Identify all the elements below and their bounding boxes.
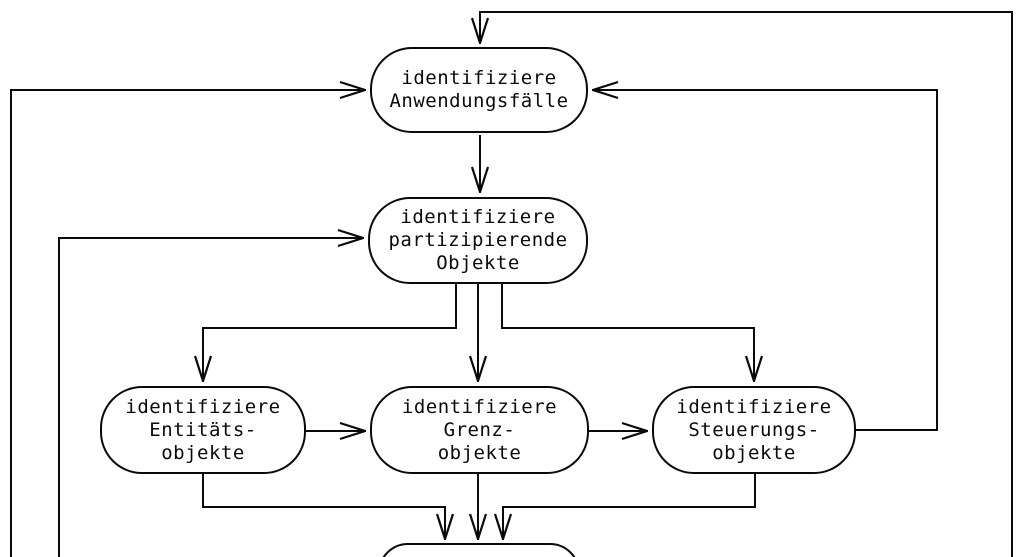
edge-entitaetsobjekte-to-bottom-node bbox=[202, 474, 445, 539]
node-label-line: Objekte bbox=[436, 252, 520, 274]
edge-feedback-left-inner-to-partizipierende bbox=[58, 238, 363, 557]
node-label-line: identifiziere bbox=[125, 395, 281, 418]
node-label-line: Steuerungs- bbox=[688, 418, 820, 441]
edge-steuerungsobjekte-to-anwendungsfaelle bbox=[593, 90, 938, 431]
edge-feedback-left-outer-to-anwendungsfaelle bbox=[10, 90, 365, 557]
node-label-line: objekte bbox=[161, 441, 245, 464]
edge-partizipierende-to-steuerungsobjekte bbox=[501, 284, 754, 381]
node-label-line: objekte bbox=[437, 441, 522, 464]
edge-feedback-right-to-anwendungsfaelle-top bbox=[480, 11, 1013, 557]
node-label-line: identifiziere bbox=[676, 395, 832, 418]
node-identifiziere-grenzobjekte: identifiziere Grenz- objekte bbox=[370, 386, 589, 474]
node-label-line: objekte bbox=[712, 441, 796, 464]
node-bottom-partial bbox=[378, 543, 580, 557]
edge-steuerungsobjekte-to-bottom-node bbox=[503, 474, 756, 539]
node-label-line: Grenz- bbox=[443, 418, 516, 441]
node-identifiziere-entitaetsobjekte: identifiziere Entitäts- objekte bbox=[100, 386, 306, 474]
node-label-line: identifiziere bbox=[401, 395, 558, 418]
node-identifiziere-anwendungsfaelle: identifiziere Anwendungsfälle bbox=[370, 47, 588, 133]
node-identifiziere-steuerungsobjekte: identifiziere Steuerungs- objekte bbox=[652, 386, 856, 474]
node-label-line: Entitäts- bbox=[149, 418, 257, 441]
node-label-line: partizipierende bbox=[388, 229, 568, 251]
node-label-line: identifiziere bbox=[400, 206, 556, 228]
node-label-line: Anwendungsfälle bbox=[389, 90, 569, 112]
edge-partizipierende-to-entitaetsobjekte bbox=[203, 284, 457, 381]
node-label-line: identifiziere bbox=[401, 67, 557, 89]
node-identifiziere-partizipierende-objekte: identifiziere partizipierende Objekte bbox=[368, 197, 588, 284]
